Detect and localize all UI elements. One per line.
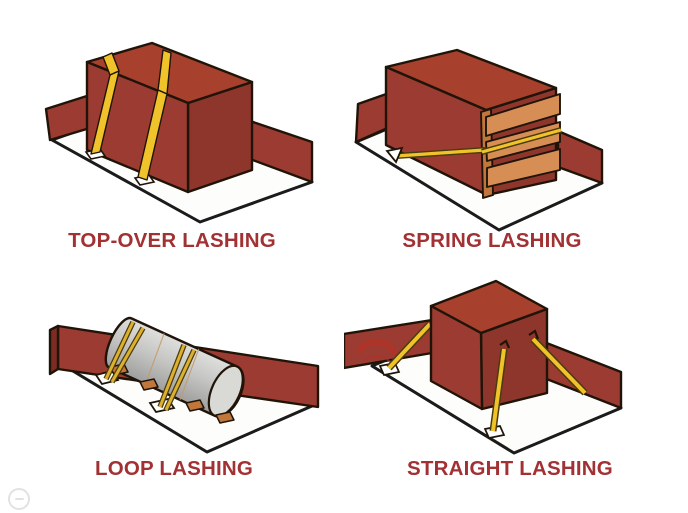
panel-loop-lashing: LOOP LASHING (0, 256, 344, 513)
top-over-lashing-illustration (44, 41, 314, 224)
panel-caption: TOP-OVER LASHING (68, 229, 276, 252)
lashing-strap (90, 49, 172, 181)
straight-lashing-illustration (344, 279, 623, 455)
panel-straight-lashing: STRAIGHT LASHING (344, 256, 688, 513)
lashing-strap (395, 127, 562, 159)
strap-hook (499, 339, 511, 349)
panel-top-over-lashing: TOP-OVER LASHING (0, 0, 344, 256)
spring-lashing-illustration (354, 48, 604, 232)
lashing-strap (103, 320, 197, 412)
strap-hook (528, 329, 540, 340)
anchor-hook (385, 146, 404, 164)
panel-caption: LOOP LASHING (94, 457, 254, 480)
panel-spring-lashing: SPRING LASHING (344, 0, 688, 256)
minus-circle-watermark-icon (8, 488, 30, 510)
red-swoosh-mark (357, 339, 397, 363)
loop-lashing-illustration (48, 316, 320, 454)
panel-caption: SPRING LASHING (402, 229, 582, 252)
panel-caption: STRAIGHT LASHING (407, 457, 613, 480)
lashing-strap (489, 329, 588, 432)
cargo-box (429, 279, 549, 411)
lashing-strap (386, 321, 433, 371)
